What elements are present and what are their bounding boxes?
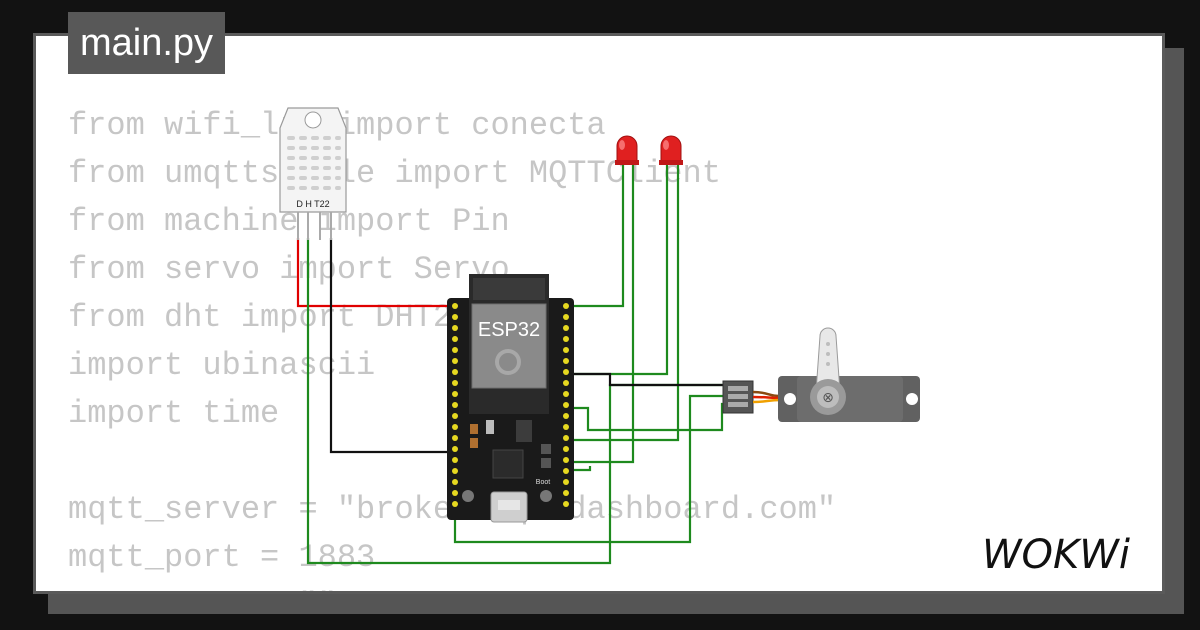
wokwi-logo-text: WOKWi [982, 532, 1130, 578]
code-line: from dht import DHT22 [68, 299, 472, 336]
boot-label: Boot [536, 479, 550, 486]
wire-servo-vcc [453, 394, 725, 544]
wires [296, 162, 725, 565]
svg-text:⊗: ⊗ [822, 390, 834, 406]
esp-right-pins [563, 303, 569, 507]
dht22-sensor: D H T22 [279, 107, 347, 240]
led-red-1 [615, 135, 639, 165]
wire-servo-signal [566, 402, 725, 432]
code-line: from machine import Pin [68, 203, 510, 240]
file-tab[interactable]: main.py [68, 12, 226, 74]
esp-left-pins [452, 303, 458, 507]
wire-led1-b [566, 162, 635, 464]
code-line: import time [68, 395, 280, 432]
dht-label: D H T22 [296, 199, 329, 209]
wire-servo-gnd [566, 372, 725, 387]
wire-led2-b [566, 162, 680, 442]
esp32-board: ESP32 Boot [447, 274, 574, 523]
wire-dht-vcc [296, 238, 455, 308]
servo-motor: ⊗ [722, 327, 920, 422]
wire-dht-gnd [329, 238, 455, 454]
esp-label: ESP32 [478, 319, 540, 341]
code-line: mqtt_port = 1883 [68, 539, 376, 576]
wokwi-logo: WOKWi [982, 532, 1130, 578]
code-line: mqtt_server = "broker.mqttdashboard.com" [68, 491, 837, 528]
wire-led1 [566, 162, 625, 308]
code-line: mqtt_user = "" [68, 582, 836, 591]
wire-led2 [566, 162, 669, 376]
code-line: import ubinascii [68, 347, 376, 384]
led-red-2 [659, 135, 683, 165]
dht-pins [297, 212, 332, 240]
dht-grille [287, 136, 341, 190]
